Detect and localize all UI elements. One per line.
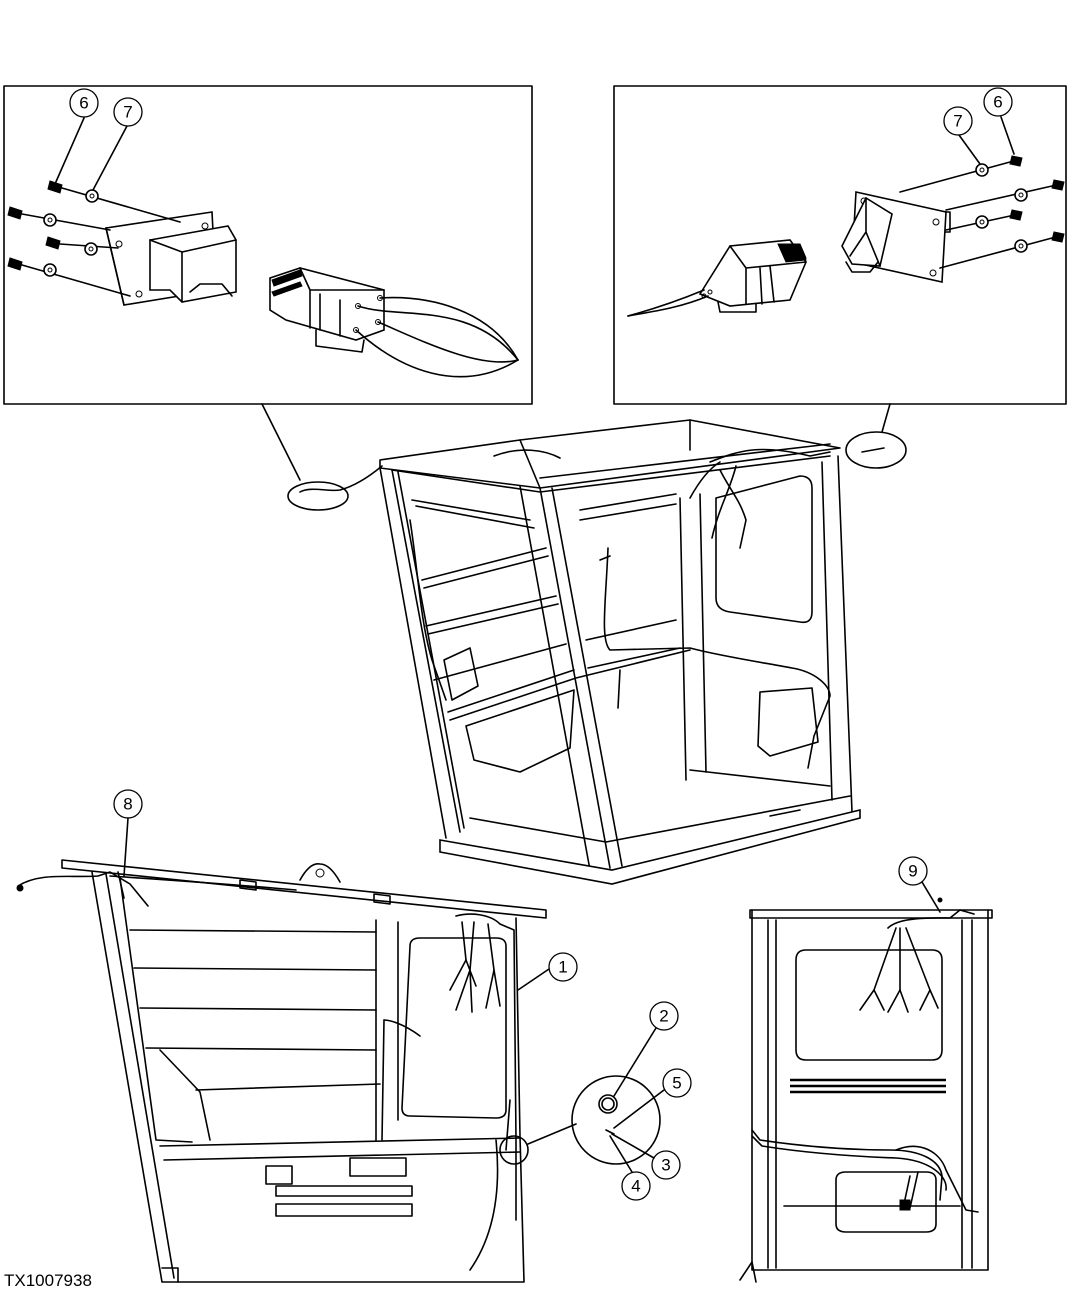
right-inset-connector-detail (613, 85, 1067, 405)
callout-7-left-inset: 7 (113, 97, 143, 127)
cab-frame-isometric (379, 419, 861, 885)
left-inset-screws (7, 180, 181, 297)
figure-id: TX1007938 (4, 1271, 92, 1290)
cab-side-view (16, 859, 547, 1283)
svg-text:3: 3 (661, 1156, 670, 1175)
right-inset-leader (881, 403, 891, 433)
callout-8: 8 (113, 789, 143, 819)
svg-text:7: 7 (953, 112, 962, 131)
svg-text:7: 7 (123, 103, 132, 122)
svg-text:2: 2 (659, 1007, 668, 1026)
callout-7-right-inset: 7 (943, 106, 973, 136)
callout-4: 4 (621, 1171, 651, 1201)
callout-6-right-inset: 6 (983, 87, 1013, 117)
callout-3: 3 (651, 1150, 681, 1180)
right-inset-screws (899, 155, 1065, 269)
right-connector-detail-ring (845, 431, 907, 469)
grommet-detail (499, 1075, 661, 1165)
svg-text:5: 5 (672, 1074, 681, 1093)
callout-6-left-inset: 6 (69, 88, 99, 118)
svg-text:4: 4 (631, 1177, 640, 1196)
callout-2: 2 (649, 1001, 679, 1031)
left-inset-leader (261, 403, 301, 481)
cab-rear-view (739, 897, 993, 1283)
svg-text:6: 6 (79, 94, 88, 113)
callout-5: 5 (662, 1068, 692, 1098)
callout-9: 9 (898, 856, 928, 886)
svg-text:8: 8 (123, 795, 132, 814)
svg-text:9: 9 (908, 862, 917, 881)
left-inset-connector-detail (3, 85, 533, 405)
svg-text:1: 1 (558, 958, 567, 977)
svg-text:6: 6 (993, 93, 1002, 112)
left-connector-detail-ring (287, 481, 349, 511)
callout-1: 1 (548, 952, 578, 982)
